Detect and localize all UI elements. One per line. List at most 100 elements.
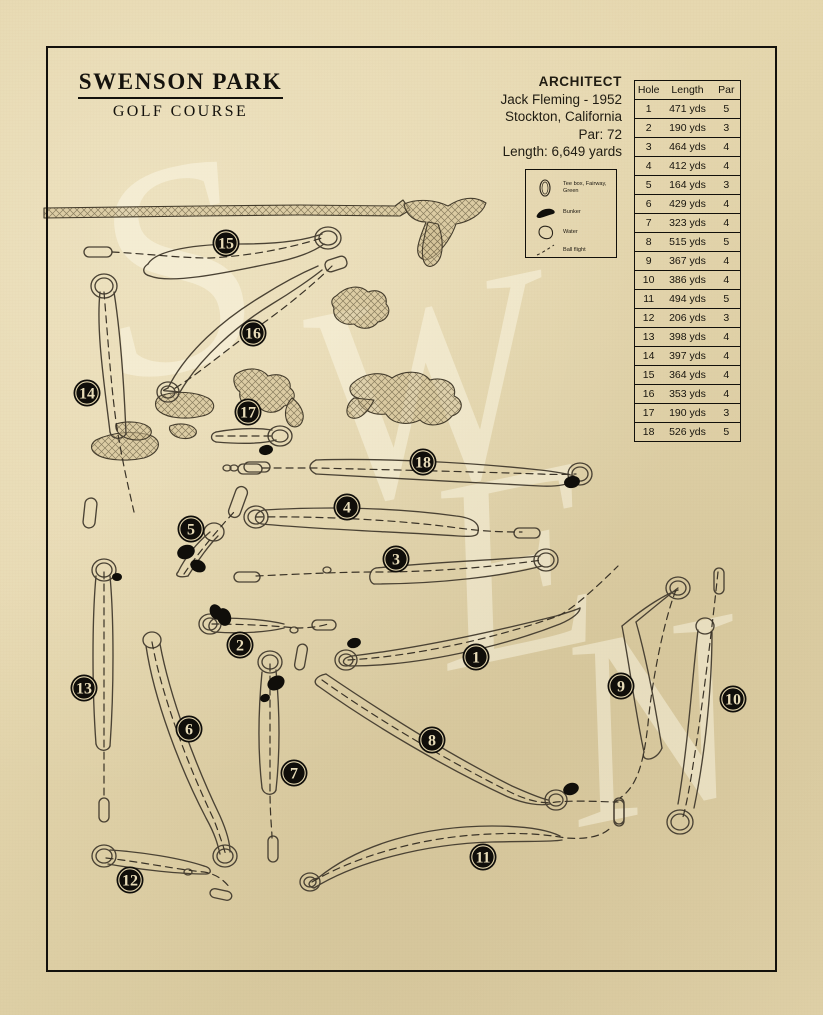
scorecard-cell-par: 4: [712, 365, 740, 385]
architect-location: Stockton, California: [504, 109, 622, 125]
scorecard-cell-length: 386 yds: [662, 270, 713, 290]
hole-marker-8[interactable]: 8: [418, 726, 446, 754]
hole-marker-6[interactable]: 6: [175, 715, 203, 743]
scorecard-cell-length: 206 yds: [662, 308, 713, 328]
ball-flight-8: [321, 679, 619, 804]
scorecard-cell-length: 526 yds: [669, 426, 706, 438]
legend-label-ball-flight: Ball flight: [563, 246, 586, 253]
hole-marker-label: 12: [122, 873, 138, 890]
scorecard-cell-hole: 8: [635, 232, 663, 252]
scorecard-cell-hole: 6: [635, 194, 663, 214]
scorecard-cell-length: 515 yds: [662, 232, 713, 252]
scorecard-cell-length: 190 yds: [662, 118, 713, 138]
scorecard-cell-length: 398 yds: [662, 327, 713, 347]
legend-item-turf: Tee box, Fairway,Green: [534, 178, 606, 198]
hole-marker-label: 3: [392, 552, 400, 569]
scorecard-cell-length: 353 yds: [662, 384, 713, 404]
scorecard-cell-hole: 2: [635, 118, 663, 138]
ball-flight-14: [103, 291, 135, 513]
page-title: SWENSON PARK: [78, 69, 283, 94]
scorecard-cell-par: 4: [712, 346, 740, 366]
scorecard-cell-hole: 5: [635, 175, 663, 195]
hole-marker-12[interactable]: 12: [116, 866, 144, 894]
legend-label-bunker: Bunker: [563, 208, 581, 215]
hole-marker-label: 10: [725, 692, 741, 709]
ball-flight-4: [255, 516, 523, 533]
scorecard-cell-par: 4: [712, 156, 740, 176]
hole-marker-13[interactable]: 13: [70, 674, 98, 702]
hole-marker-label: 9: [617, 679, 625, 696]
hole-marker-11[interactable]: 11: [469, 843, 497, 871]
scorecard-header-par: Par: [712, 81, 740, 100]
scorecard-cell-par: 3: [712, 308, 740, 328]
scorecard-cell-hole: 18: [642, 426, 655, 438]
ball-flight-5: [183, 511, 235, 575]
ball-flight-15: [111, 237, 323, 259]
legend-item-bunker: Bunker: [534, 202, 581, 222]
scorecard-header-length: Length: [662, 81, 713, 100]
scorecard-cell-hole: 16: [635, 384, 663, 404]
hole-marker-7[interactable]: 7: [280, 759, 308, 787]
ball-flight-9: [619, 589, 677, 799]
scorecard-cell-hole: 10: [635, 270, 663, 290]
hole-marker-3[interactable]: 3: [382, 545, 410, 573]
hole-marker-16[interactable]: 16: [239, 319, 267, 347]
hole-marker-18[interactable]: 18: [409, 448, 437, 476]
hole-marker-17[interactable]: 17: [234, 398, 262, 426]
hole-marker-2[interactable]: 2: [226, 631, 254, 659]
hole-marker-label: 11: [475, 850, 490, 867]
hole-marker-1[interactable]: 1: [462, 643, 490, 671]
hole-marker-label: 7: [290, 766, 298, 783]
hole-15-edge-a: [147, 233, 323, 265]
hole-marker-5[interactable]: 5: [177, 515, 205, 543]
hole-marker-15[interactable]: 15: [212, 229, 240, 257]
hole-marker-label: 16: [245, 326, 261, 343]
hole-marker-4[interactable]: 4: [333, 493, 361, 521]
scorecard-cell-hole: 4: [635, 156, 663, 176]
scorecard-cell-length: 164 yds: [662, 175, 713, 195]
legend-label-water: Water: [563, 228, 578, 235]
ball-flight-12: [105, 857, 231, 889]
ball-flight-18: [261, 467, 577, 476]
hole-marker-label: 15: [218, 236, 234, 253]
hole-marker-10[interactable]: 10: [719, 685, 747, 713]
course-par: Par: 72: [578, 126, 622, 142]
scorecard-cell-hole: 12: [635, 308, 663, 328]
ball-flight-10: [681, 571, 719, 821]
scorecard-header-hole: Hole: [635, 81, 663, 100]
hole-marker-label: 14: [79, 386, 95, 403]
scorecard-cell-length: 412 yds: [662, 156, 713, 176]
hole-marker-14[interactable]: 14: [73, 379, 101, 407]
hole-marker-label: 4: [343, 500, 351, 517]
title-divider: [78, 97, 283, 100]
legend-item-water: Water: [534, 222, 578, 242]
scorecard-cell-hole: 3: [635, 137, 663, 157]
scorecard-cell-length: 429 yds: [662, 194, 713, 214]
page-subtitle: GOLF COURSE: [112, 103, 249, 121]
architect-info-block: ARCHITECT Jack Fleming - 1952 Stockton, …: [437, 73, 622, 161]
scorecard-cell-par: 3: [712, 118, 740, 138]
scorecard-cell-par: 5: [712, 289, 740, 309]
ball-flight-2: [211, 623, 329, 629]
ball-flight-dashes-icon: [534, 240, 560, 260]
hole-marker-label: 13: [76, 681, 92, 698]
hole-marker-9[interactable]: 9: [607, 672, 635, 700]
title-block: SWENSON PARK GOLF COURSE: [78, 69, 283, 121]
hole-marker-label: 18: [415, 455, 431, 472]
hole-marker-label: 6: [185, 722, 193, 739]
scorecard-cell-par: 4: [712, 384, 740, 404]
scorecard-cell-par: 4: [712, 327, 740, 347]
scorecard-header-row: Hole Length Par: [635, 81, 740, 100]
scorecard-cell-par: 4: [712, 251, 740, 271]
